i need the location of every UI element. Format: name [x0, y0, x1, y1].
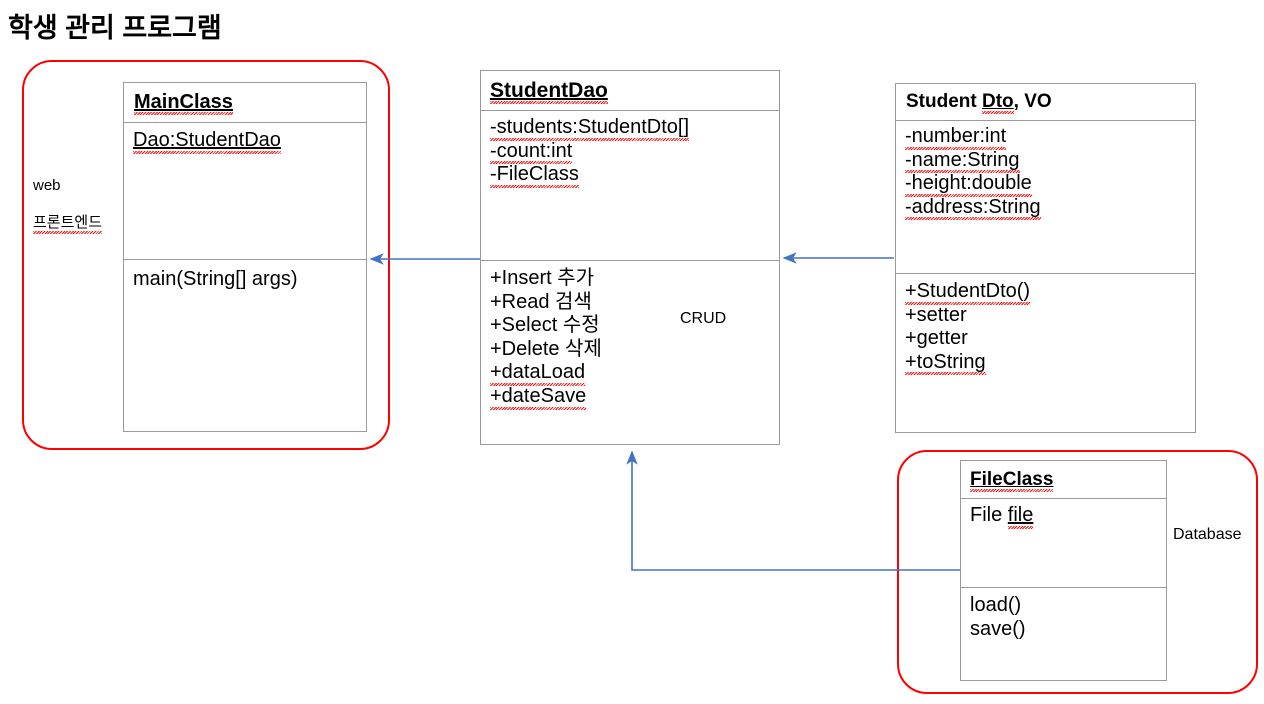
method-row: +Select 수정	[490, 314, 779, 338]
attribute-text: -name:String	[905, 148, 1020, 173]
attribute-row: -height:double	[905, 172, 1195, 197]
class-box-file-class[interactable]: FileClass File file load() save()	[960, 460, 1167, 681]
attribute-text: -height:double	[905, 172, 1032, 197]
method-row: +Insert 추가	[490, 267, 779, 291]
class-methods-file-class: load() save()	[961, 587, 1166, 680]
attribute-row: -students:StudentDto[]	[490, 116, 779, 141]
class-title-file-class: FileClass	[970, 468, 1054, 492]
class-attributes-file-class: File file	[961, 499, 1166, 587]
method-row: +getter	[905, 327, 1195, 351]
page-title: 학생 관리 프로그램	[8, 13, 222, 43]
frontend-group-label: web 프론트엔드	[33, 158, 103, 234]
attribute-text: File file	[970, 504, 1034, 529]
method-row: +StudentDto()	[905, 280, 1195, 305]
class-header-file-class: FileClass	[961, 461, 1166, 499]
method-text: save()	[970, 617, 1026, 640]
method-text: +dateSave	[490, 384, 587, 410]
class-box-main-class[interactable]: MainClass Dao:StudentDao main(String[] a…	[123, 82, 367, 432]
method-text: +dataLoad	[490, 361, 586, 386]
attribute-row: -address:String	[905, 196, 1195, 220]
attribute-row: -name:String	[905, 149, 1195, 173]
method-row: +setter	[905, 304, 1195, 328]
attribute-text: -number:int	[905, 125, 1007, 150]
class-header-student-dao: StudentDao	[481, 71, 779, 111]
attribute-row: -number:int	[905, 125, 1195, 150]
frontend-label-line2: 프론트엔드	[33, 214, 103, 234]
attribute-text: -address:String	[905, 195, 1041, 220]
method-text: +Read 검색	[490, 290, 592, 313]
attribute-row: Dao:StudentDao	[133, 129, 366, 154]
method-row: +Delete 삭제	[490, 338, 779, 362]
method-text: +getter	[905, 327, 968, 350]
method-row: +dateSave	[490, 384, 779, 410]
class-title-student-dao: StudentDao	[490, 78, 608, 104]
method-text: load()	[970, 594, 1022, 616]
class-attributes-student-dao: -students:StudentDto[] -count:int -FileC…	[481, 111, 779, 260]
class-header-main-class: MainClass	[124, 83, 366, 123]
method-row: +Read 검색	[490, 291, 779, 315]
attribute-row: -FileClass	[490, 163, 779, 188]
method-text: +Delete 삭제	[490, 337, 602, 360]
method-row: +toString	[905, 351, 1195, 375]
method-text: +Insert 추가	[490, 267, 595, 289]
method-text: +setter	[905, 303, 967, 326]
class-methods-student-dto: +StudentDto() +setter +getter +toString	[896, 273, 1195, 432]
attribute-text: -FileClass	[490, 163, 579, 188]
attribute-text: -count:int	[490, 139, 573, 164]
attribute-text: -students:StudentDto[]	[490, 116, 690, 141]
class-title-main-class: MainClass	[134, 91, 233, 115]
attribute-row: File file	[970, 504, 1166, 529]
class-attributes-student-dto: -number:int -name:String -height:double …	[896, 121, 1195, 273]
class-header-student-dto: Student Dto, VO	[896, 84, 1195, 121]
class-methods-main-class: main(String[] args)	[124, 259, 366, 431]
class-methods-student-dao: +Insert 추가 +Read 검색 +Select 수정 +Delete 삭…	[481, 260, 779, 445]
crud-label: CRUD	[680, 310, 727, 327]
database-group-box	[897, 450, 1258, 694]
attribute-row: -count:int	[490, 140, 779, 164]
method-text: +StudentDto()	[905, 280, 1031, 305]
class-box-student-dto[interactable]: Student Dto, VO -number:int -name:String…	[895, 83, 1196, 433]
frontend-label-line1: web	[33, 176, 61, 194]
class-box-student-dao[interactable]: StudentDao -students:StudentDto[] -count…	[480, 70, 780, 445]
method-text: main(String[] args)	[133, 268, 298, 290]
method-row: main(String[] args)	[133, 268, 366, 292]
database-group-label: Database	[1173, 526, 1242, 543]
class-attributes-main-class: Dao:StudentDao	[124, 123, 366, 259]
class-title-student-dto: Student Dto, VO	[906, 91, 1052, 114]
method-row: save()	[970, 618, 1166, 642]
method-text: +Select 수정	[490, 314, 600, 337]
method-row: load()	[970, 594, 1166, 618]
attribute-text: Dao:StudentDao	[133, 129, 281, 154]
method-row: +dataLoad	[490, 361, 779, 386]
frontend-group-box	[22, 60, 390, 450]
method-text: +toString	[905, 350, 986, 375]
